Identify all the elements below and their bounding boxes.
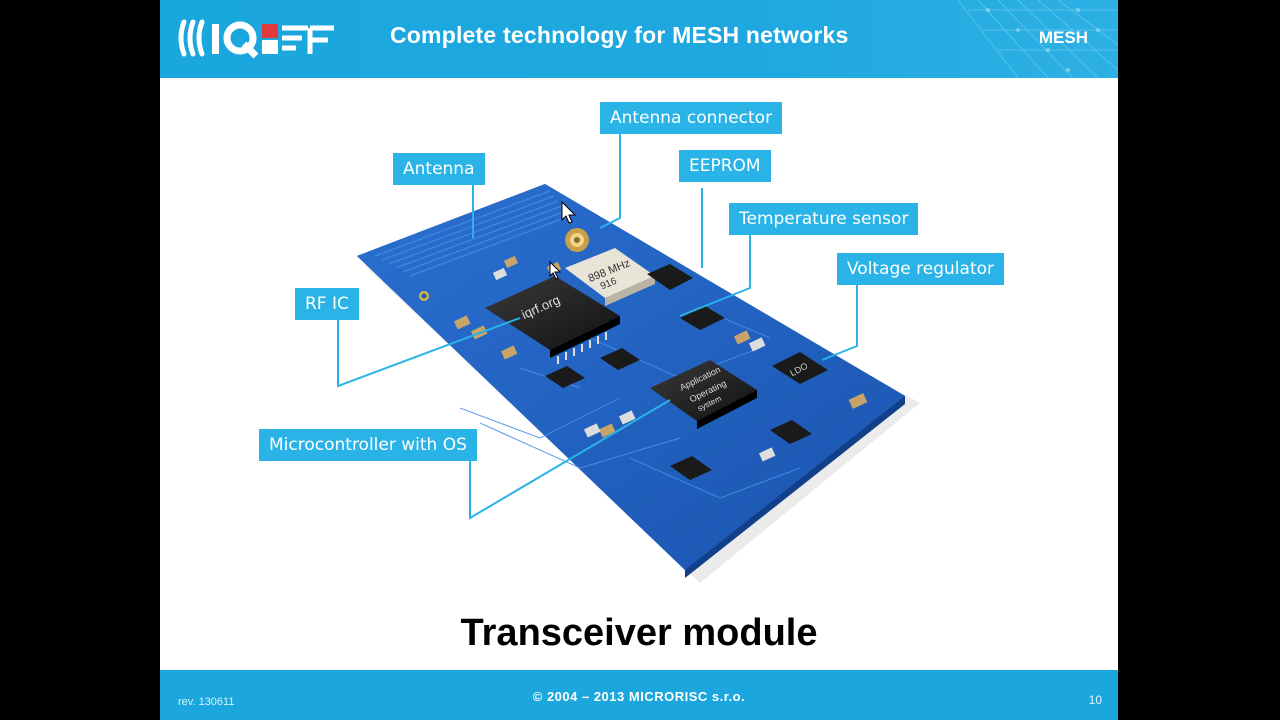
mouse-cursor-icon bbox=[561, 200, 577, 224]
rf-chip: iqrf.org bbox=[485, 276, 620, 364]
copyright-text: © 2004 – 2013 MICRORISC s.r.o. bbox=[532, 689, 746, 704]
iqrf-logo bbox=[178, 19, 334, 59]
callout-eeprom: EEPROM bbox=[679, 150, 771, 182]
mouse-cursor-secondary-icon bbox=[549, 260, 562, 280]
slide-header: Complete technology for MESH networks ME… bbox=[160, 0, 1118, 78]
pcb-board bbox=[357, 184, 905, 570]
header-decoration bbox=[957, 0, 1118, 78]
ldo-chip: LDO bbox=[772, 352, 828, 384]
antenna-connector bbox=[565, 228, 589, 252]
slide-caption: Transceiver module bbox=[460, 612, 818, 654]
crystal: 898 MHz 916 bbox=[565, 248, 655, 306]
eeprom-chip bbox=[647, 264, 693, 290]
callout-lines bbox=[337, 130, 858, 520]
microcontroller-chip: Application Operating system bbox=[650, 360, 757, 429]
slide-footer: rev. 130611 © 2004 – 2013 MICRORISC s.r.… bbox=[160, 670, 1118, 720]
slide: Complete technology for MESH networks ME… bbox=[160, 0, 1118, 720]
callout-microcontroller: Microcontroller with OS bbox=[259, 429, 477, 461]
page-number: 10 bbox=[1088, 693, 1102, 707]
revision-label: rev. 130611 bbox=[178, 696, 235, 708]
callout-rf-ic: RF IC bbox=[295, 288, 359, 320]
slide-title: Complete technology for MESH networks bbox=[390, 22, 849, 48]
callout-voltage-regulator: Voltage regulator bbox=[837, 253, 1005, 285]
transceiver-module-figure: iqrf.org 898 MHz 916 Application Operati… bbox=[337, 130, 920, 583]
small-ics bbox=[545, 306, 812, 480]
callout-temperature-sensor: Temperature sensor bbox=[729, 203, 919, 235]
callout-antenna: Antenna bbox=[393, 153, 485, 185]
callout-antenna-connector: Antenna connector bbox=[600, 102, 783, 134]
section-label: MESH bbox=[1038, 28, 1088, 47]
